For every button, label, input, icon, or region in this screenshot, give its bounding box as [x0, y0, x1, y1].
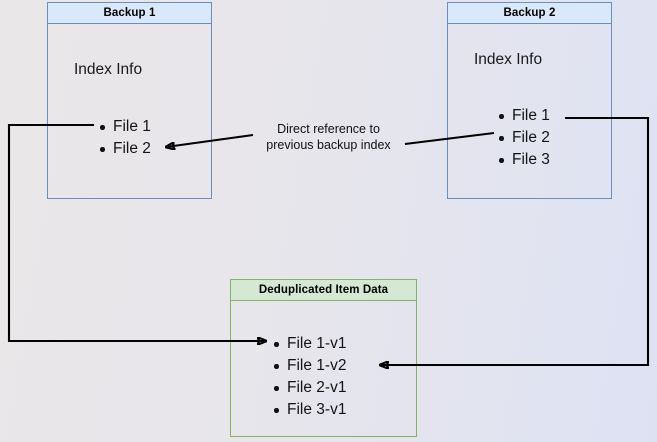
- list-item: File 1: [99, 116, 151, 138]
- list-item: File 2: [99, 138, 151, 160]
- backup2-index-info-label: Index Info: [474, 51, 543, 68]
- backup1-header: Backup 1: [47, 2, 212, 24]
- backup2-header-label: Backup 2: [503, 7, 556, 19]
- dedup-file-list: File 1-v1 File 1-v2 File 2-v1 File 3-v1: [273, 333, 346, 421]
- list-item: File 2: [498, 127, 550, 149]
- center-edge-label-line2: previous backup index: [266, 138, 391, 152]
- backup1-body: [47, 23, 212, 199]
- list-item: File 3: [498, 149, 550, 171]
- backup2-header: Backup 2: [447, 2, 612, 24]
- center-edge-label: Direct reference to previous backup inde…: [250, 121, 407, 153]
- list-item: File 1-v2: [273, 355, 346, 377]
- dedup-header-label: Deduplicated Item Data: [258, 284, 389, 296]
- list-item: File 1-v1: [273, 333, 346, 355]
- list-item: File 2-v1: [273, 377, 346, 399]
- backup1-index-info-label: Index Info: [74, 61, 143, 78]
- center-edge-label-line1: Direct reference to: [277, 122, 380, 136]
- list-item: File 1: [498, 105, 550, 127]
- dedup-body: [230, 300, 417, 437]
- dedup-header: Deduplicated Item Data: [230, 279, 417, 301]
- backup1-header-label: Backup 1: [103, 7, 156, 19]
- list-item: File 3-v1: [273, 399, 346, 421]
- backup2-file-list: File 1 File 2 File 3: [498, 105, 550, 171]
- backup1-file-list: File 1 File 2: [99, 116, 151, 160]
